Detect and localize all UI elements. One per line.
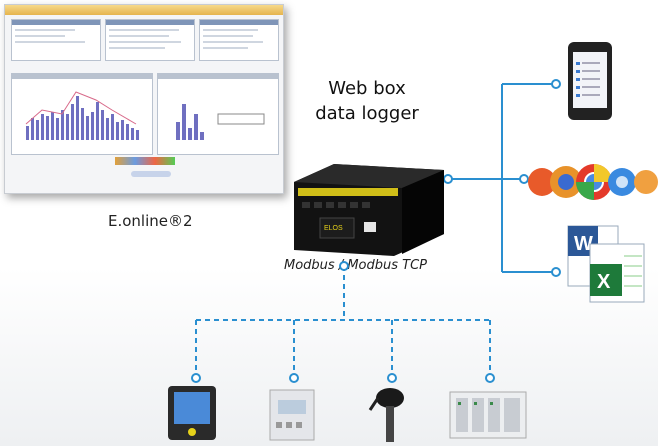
connector-node [551, 79, 561, 89]
bar-chart-thumbnail-2 [176, 104, 265, 140]
software-screenshot [4, 4, 284, 194]
logo-strip [131, 171, 171, 177]
connector-node [519, 174, 529, 184]
connector-node [551, 267, 561, 277]
connector-node [387, 373, 397, 383]
chart-panel-1 [11, 73, 153, 155]
device-title: Web box data logger [312, 76, 422, 126]
connector-node [289, 373, 299, 383]
chart-panel-2 [157, 73, 279, 155]
panel-2 [105, 19, 195, 61]
panel-1 [11, 19, 101, 61]
web-box-device: ELOS [294, 164, 444, 256]
smartphone-icon [568, 42, 612, 120]
svg-text:W: W [574, 233, 593, 255]
device-title-line2: data logger [315, 103, 419, 124]
office-documents-icon: W X [567, 225, 645, 303]
sensor-probe-icon [368, 388, 404, 442]
bar-chart-thumbnail [25, 91, 139, 140]
panel-3 [199, 19, 279, 61]
connector-node [339, 261, 349, 271]
connector-node [191, 373, 201, 383]
protocol-label: Modbus / Modbus TCP [284, 258, 428, 273]
din-rail-meter-icon [269, 389, 315, 441]
toolbar-strip [115, 157, 175, 165]
menu-bar [5, 5, 283, 15]
web-browsers-icon [528, 164, 658, 200]
software-label: E.online®2 [108, 212, 193, 230]
device-title-line1: Web box [328, 78, 406, 99]
connector-node [485, 373, 495, 383]
svg-text:ELOS: ELOS [324, 225, 343, 232]
plc-controller-icon [449, 391, 527, 439]
energy-meter-icon [168, 386, 216, 440]
svg-text:X: X [597, 271, 611, 293]
